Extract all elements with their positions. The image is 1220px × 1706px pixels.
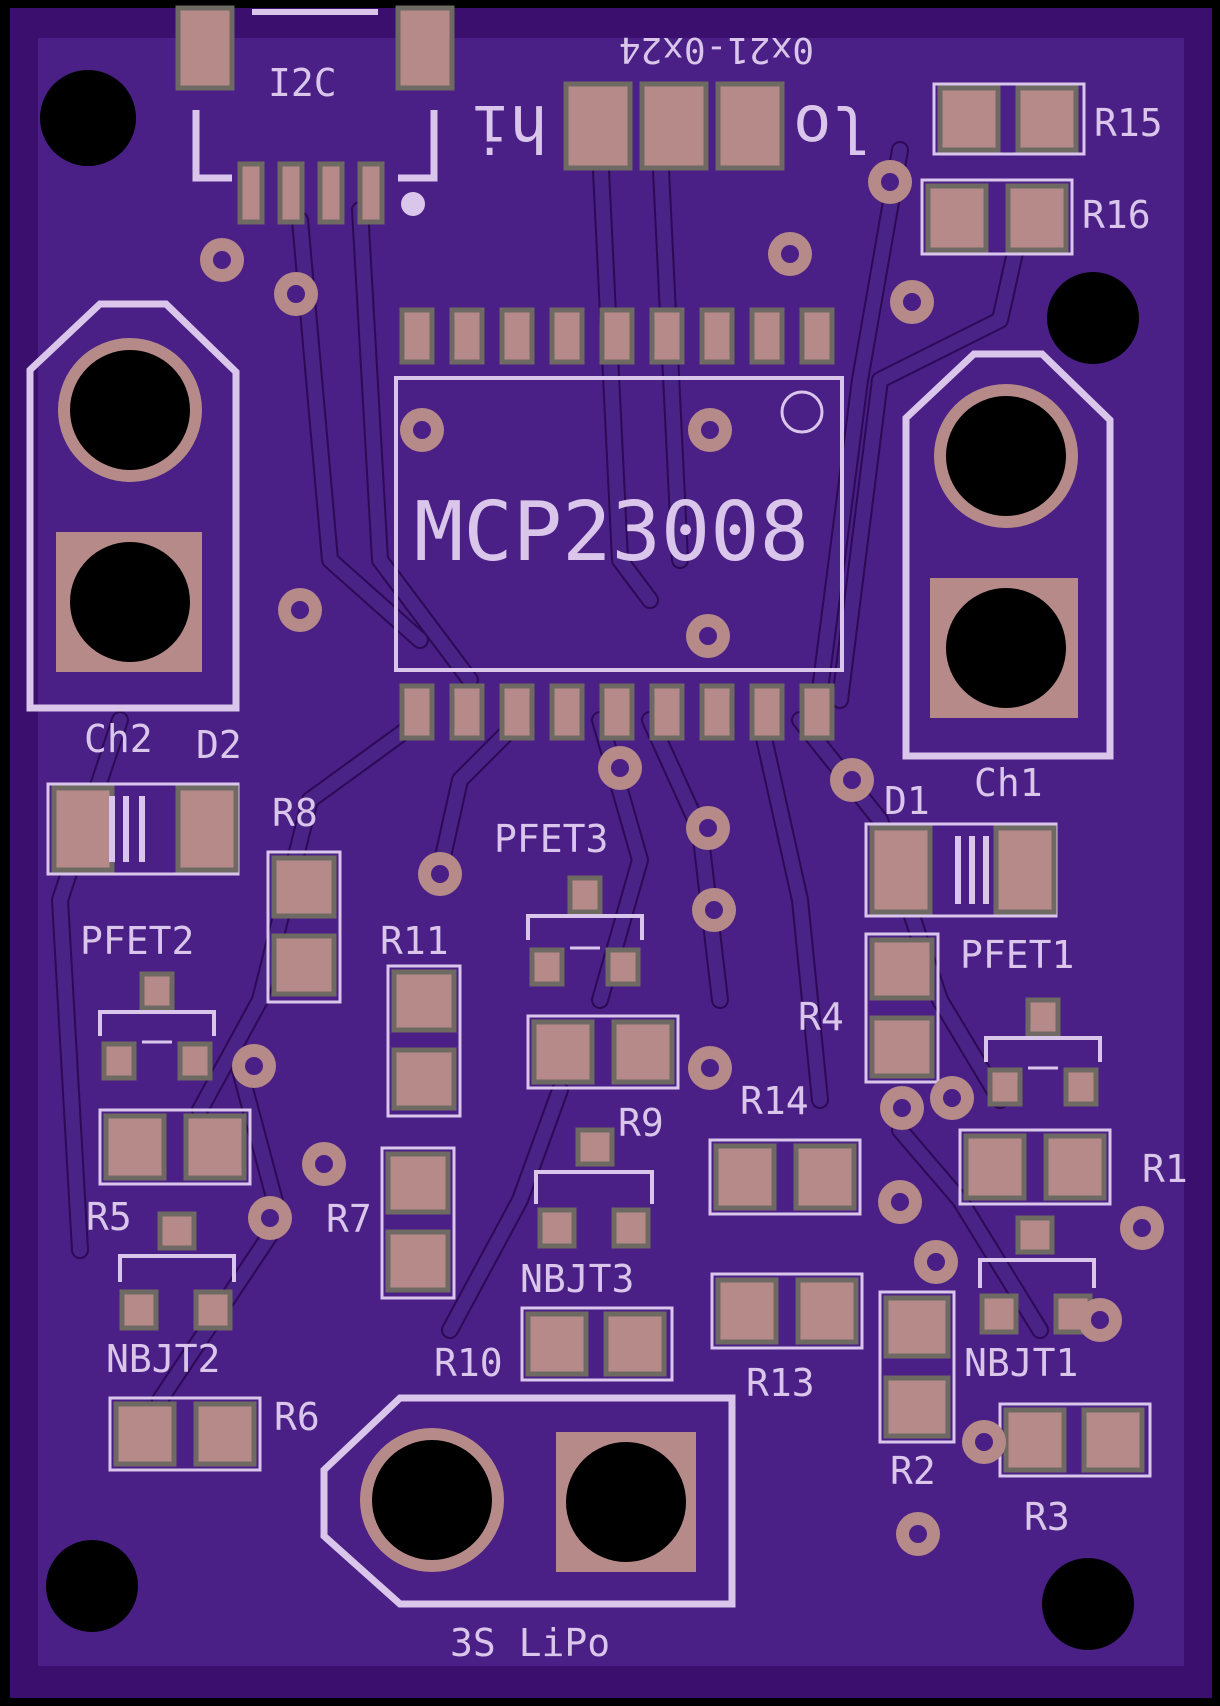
mounting-holes [40, 70, 1139, 1650]
connector-ch2: Ch2 [26, 300, 240, 761]
nbjt3-label: NBJT3 [520, 1257, 634, 1301]
r16-label: R16 [1082, 193, 1151, 237]
resistor-r1: R1 [958, 1128, 1188, 1206]
r8-label: R8 [272, 791, 318, 835]
r2-label: R2 [890, 1449, 936, 1493]
resistor-r6: R6 [108, 1395, 320, 1472]
r4-label: R4 [798, 995, 844, 1039]
pfet2-label: PFET2 [80, 919, 194, 963]
resistor-r5: R5 [86, 1108, 252, 1239]
diode-d2: D2 [46, 723, 242, 876]
resistor-r13: R13 [710, 1272, 864, 1405]
r5-label: R5 [86, 1195, 132, 1239]
resistor-r8: R8 [266, 791, 342, 1004]
transistor-nbjt3: NBJT3 [520, 1127, 654, 1301]
mounting-hole [1042, 1558, 1134, 1650]
resistor-r15: R15 [932, 82, 1163, 156]
ic-label: MCP23008 [414, 485, 809, 580]
r15-label: R15 [1094, 101, 1163, 145]
resistor-r10: R10 [434, 1306, 674, 1385]
ch1-label: Ch1 [974, 761, 1043, 805]
pfet1-label: PFET1 [960, 933, 1074, 977]
battery-label: 3S LiPo [450, 1621, 610, 1665]
r11-label: R11 [380, 919, 449, 963]
lo-label: lo [793, 90, 870, 164]
i2c-label: I2C [268, 61, 337, 105]
transistor-nbjt1: NBJT1 [964, 1215, 1096, 1385]
address-label: 0x21-0x24 [619, 29, 814, 70]
resistor-r7: R7 [326, 1146, 456, 1300]
hi-label: hi [471, 90, 548, 164]
vias [200, 160, 1164, 1556]
d1-label: D1 [884, 779, 930, 823]
mounting-hole [40, 70, 136, 166]
address-jumper: 0x21-0x24 hi lo [471, 29, 870, 171]
d2-label: D2 [196, 723, 242, 767]
r1-label: R1 [1142, 1147, 1188, 1191]
resistor-r11: R11 [380, 919, 462, 1118]
r3-label: R3 [1024, 1495, 1070, 1539]
i2c-connector: I2C [175, 5, 455, 225]
connector-ch1: Ch1 [902, 350, 1114, 805]
ch2-label: Ch2 [84, 717, 153, 761]
r14-label: R14 [740, 1079, 809, 1123]
ic-mcp23008: MCP23008 [394, 307, 844, 741]
nbjt1-label: NBJT1 [964, 1341, 1078, 1385]
nbjt2-label: NBJT2 [106, 1337, 220, 1381]
pfet3-label: PFET3 [494, 817, 608, 861]
r10-label: R10 [434, 1341, 503, 1385]
r13-label: R13 [746, 1361, 815, 1405]
transistor-pfet2: PFET2 [80, 919, 216, 1081]
mounting-hole [46, 1540, 138, 1632]
resistor-r2: R2 [878, 1290, 956, 1493]
connector-battery: 3S LiPo [320, 1394, 736, 1665]
mounting-hole [1047, 272, 1139, 364]
r7-label: R7 [326, 1197, 372, 1241]
r6-label: R6 [274, 1395, 320, 1439]
diode-d1: D1 [864, 779, 1058, 918]
resistor-r14: R14 [708, 1079, 862, 1216]
transistor-pfet1: PFET1 [960, 933, 1102, 1107]
resistor-r4: R4 [798, 932, 940, 1084]
resistor-r9: R9 [526, 1014, 680, 1145]
transistor-pfet3: PFET3 [494, 817, 644, 987]
transistor-nbjt2: NBJT2 [106, 1211, 236, 1381]
resistor-r16: R16 [920, 178, 1151, 256]
r9-label: R9 [618, 1101, 664, 1145]
